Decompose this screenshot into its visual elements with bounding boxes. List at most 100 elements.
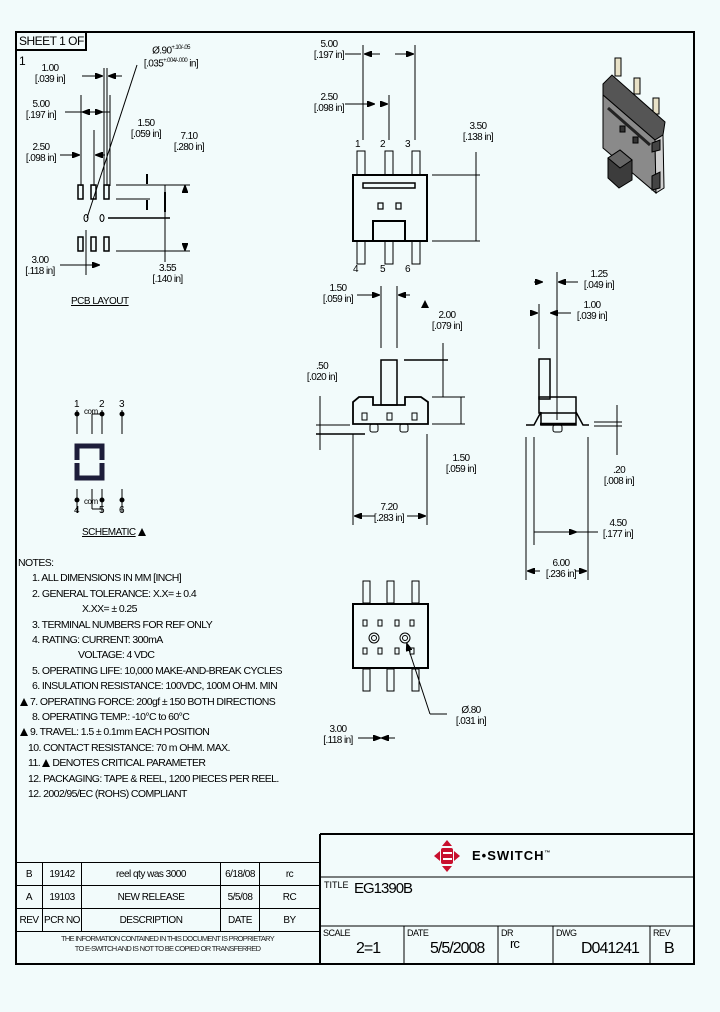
note-8: 8. OPERATING TEMP.: -10°C to 60°C [32, 711, 190, 724]
top-dim-3: 3.50[.138 in] [462, 121, 494, 143]
side-dim-4: 4.50[.177 in] [602, 518, 634, 540]
side-dim-3: .20[.008 in] [603, 465, 635, 487]
rev-value: B [664, 940, 675, 957]
critical-triangle-icon [421, 300, 429, 308]
front-dim-1: 1.50[.059 in] [322, 283, 354, 305]
top-pin-5: 5 [380, 264, 386, 275]
bottom-dim-1: Ø.80[.031 in] [455, 705, 487, 727]
revision-row: A 19103 NEW RELEASE 5/5/08 RC [15, 885, 320, 909]
note-13: 12. 2002/95/EC (ROHS) COMPLIANT [28, 788, 187, 801]
bottom-view-drawing [352, 580, 447, 738]
top-pin-3: 3 [405, 139, 411, 150]
note-7: 7. OPERATING FORCE: 200gf ± 150 BOTH DIR… [20, 695, 276, 710]
by-cell: RC [259, 885, 320, 909]
dwg-value: D041241 [581, 940, 640, 957]
eswitch-logo-icon [434, 840, 460, 872]
header-description: DESCRIPTION [81, 908, 221, 932]
header-date: DATE [220, 908, 260, 932]
pcb-dim-6: 7.10[.280 in] [173, 131, 205, 153]
header-rev: REV [15, 908, 43, 932]
proprietary-line-2: TO E-SWITCH AND IS NOT TO BE COPIED OR T… [74, 944, 261, 953]
scale-label: SCALE [323, 928, 351, 938]
schematic-drawing [74, 410, 125, 513]
schematic-pin-5: 5 [99, 505, 105, 516]
note-7-text: 7. OPERATING FORCE: 200gf ± 150 BOTH DIR… [30, 695, 276, 708]
part-number-title: EG1390B [354, 880, 413, 897]
title-label: TITLE [324, 880, 349, 890]
top-pin-6: 6 [405, 264, 411, 275]
eswitch-logo: E•SWITCH™ [434, 839, 584, 873]
note-3: 3. TERMINAL NUMBERS FOR REF ONLY [32, 618, 213, 631]
top-pin-4: 4 [353, 264, 359, 275]
note-2: 2. GENERAL TOLERANCE: X.X= ± 0.4 [32, 587, 197, 600]
rev-cell: REV B [650, 926, 695, 965]
drawing-frame [15, 31, 695, 965]
front-dim-2: 2.00[.079 in] [431, 310, 463, 332]
pcr-cell: 19103 [42, 885, 82, 909]
note-9: 9. TRAVEL: 1.5 ± 0.1mm EACH POSITION [20, 725, 275, 740]
revision-header-row: REV PCR NO DESCRIPTION DATE BY [15, 908, 320, 932]
date-value: 5/5/2008 [430, 940, 485, 957]
note-10: 10. CONTACT RESISTANCE: 70 m OHM. MAX. [28, 741, 230, 754]
scale-value: 2=1 [356, 940, 381, 957]
top-dim-2: 2.50[.098 in] [313, 92, 345, 114]
proprietary-line-1: THE INFORMATION CONTAINED IN THIS DOCUME… [60, 934, 275, 943]
pcb-dim-5: 1.50[.059 in] [130, 118, 162, 140]
schematic-pin-2: 2 [99, 399, 105, 410]
critical-triangle-icon [20, 697, 28, 706]
dwg-label: DWG [556, 928, 577, 938]
eswitch-brand-text: E•SWITCH™ [472, 848, 552, 863]
rev-label: REV [653, 928, 671, 938]
side-dim-5: 6.00[.236 in] [545, 558, 577, 580]
critical-triangle-icon [20, 728, 28, 737]
front-dim-3: .50[.020 in] [306, 361, 338, 383]
date-label: DATE [407, 928, 429, 938]
critical-triangle-icon [42, 759, 51, 768]
top-pin-1: 1 [355, 139, 361, 150]
date-cell: 6/18/08 [220, 862, 260, 886]
schematic-pin-6: 6 [119, 505, 125, 516]
sheet-label: SHEET 1 OF 1 [15, 31, 87, 68]
header-pcr: PCR NO [42, 908, 82, 932]
date-cell: 5/5/08 [220, 885, 260, 909]
note-2b: X.XX= ± 0.25 [82, 603, 138, 616]
note-1: 1. ALL DIMENSIONS IN MM [INCH] [32, 572, 182, 585]
side-dim-2: 1.00[.039 in] [576, 300, 608, 322]
note-11: 11. DENOTES CRITICAL PARAMETER [28, 756, 283, 771]
front-view-drawing [316, 286, 465, 525]
notes-block: NOTES: 1. ALL DIMENSIONS IN MM [INCH] 2.… [18, 556, 283, 803]
description-cell: reel qty was 3000 [81, 862, 221, 886]
side-dim-1: 1.25[.049 in] [583, 269, 615, 291]
top-view-drawing [345, 45, 480, 265]
scale-cell: SCALE 2=1 [320, 926, 404, 965]
pcb-dim-8: 3.55[.140 in] [152, 263, 183, 285]
bottom-dim-2: 3.00[.118 in] [323, 724, 353, 746]
side-view-drawing [525, 272, 622, 580]
note-5: 5. OPERATING LIFE: 10,000 MAKE-AND-BREAK… [32, 664, 283, 677]
note-11-text: DENOTES CRITICAL PARAMETER [52, 757, 206, 770]
by-cell: rc [259, 862, 320, 886]
schematic-pin-1: 1 [74, 399, 80, 410]
note-12: 12. PACKAGING: TAPE & REEL, 1200 PIECES … [28, 772, 279, 785]
note-11-num: 11. [28, 757, 41, 770]
dr-label: DR [501, 928, 514, 938]
schematic-title-row: SCHEMATIC [82, 527, 148, 538]
date-cell: DATE 5/5/2008 [404, 926, 498, 965]
description-cell: NEW RELEASE [81, 885, 221, 909]
schematic-com-top: com [84, 407, 98, 416]
schematic-pin-3: 3 [119, 399, 125, 410]
note-9-text: 9. TRAVEL: 1.5 ± 0.1mm EACH POSITION [30, 726, 210, 739]
pcb-layout-drawing [60, 64, 190, 275]
pcb-dim-hole: Ø.90+.10/-.05[.035+.004/-.000 in] [143, 45, 199, 70]
front-dim-5: 7.20[.283 in] [373, 502, 405, 524]
notes-heading: NOTES: [18, 557, 54, 569]
pcb-layout-title: PCB LAYOUT [71, 296, 129, 307]
pcb-dim-3: 2.50[.098 in] [25, 142, 57, 164]
pcr-cell: 19142 [42, 862, 82, 886]
schematic-title: SCHEMATIC [82, 527, 136, 538]
pcb-dim-7: 3.00[.118 in] [25, 255, 55, 277]
note-4: 4. RATING: CURRENT: 300mA [32, 634, 163, 647]
schematic-pin-4: 4 [74, 505, 80, 516]
